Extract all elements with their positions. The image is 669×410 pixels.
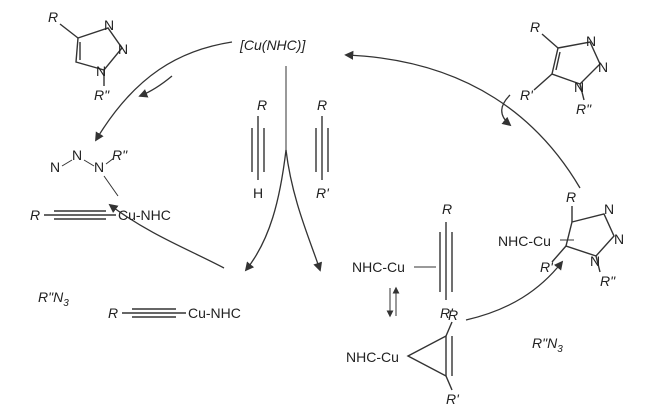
arc-catalyst-to-left-product [95,41,233,142]
terminal-alkyne-r: R [257,97,267,113]
pi-alkyne-complex: NHC-Cu R R' [352,201,454,321]
arc-right-to-catalyst [344,50,581,189]
triazolyl-rpp: R" [600,273,616,289]
azide-n-bound: N [94,159,104,175]
triazole-1-4-n2: N [118,41,128,57]
arc-right-product-release [501,94,512,127]
pi-complex-rp: R' [440,305,454,321]
internal-alkyne-rp: R' [316,185,330,201]
triazolyl-n1: N [604,201,614,217]
azide-complex-r: R [30,207,40,223]
equilibrium-arrows [386,286,400,318]
triazole-1-4-5-rp: R' [520,87,534,103]
triazole-1-4-5-n2: N [598,59,608,75]
triazole-1-4-r: R [48,9,58,25]
pi-complex-r: R [442,201,452,217]
internal-alkyne: R R' [315,97,330,201]
azide-n-terminal: N [50,159,60,175]
acetylide-cu-nhc: Cu-NHC [188,305,241,321]
azide-rpp: R" [112,147,128,163]
triazole-product-1-4: R N N N R" [48,9,128,103]
azide-reagent-right: R"N3 [532,335,563,355]
cyclopropene-rp: R' [446,391,460,407]
azide-n-middle: N [72,147,82,163]
triazole-1-4-5-n1: N [586,33,596,49]
acetylide-r: R [108,305,118,321]
azide-copper-complex: N N N R" R Cu-NHC [30,147,171,223]
triazole-product-1-4-5: R N N N R' R" [520,19,608,117]
triazolyl-n2: N [614,231,624,247]
arc-split-to-terminal [244,149,287,272]
triazole-1-4-n3: N [96,63,106,79]
cyclopropene-r: R [448,307,458,323]
azide-complex-cu-nhc: Cu-NHC [118,207,171,223]
arc-pi-to-triazolyl [465,260,564,321]
triazolyl-rp: R' [540,259,554,275]
metallacyclopropene: NHC-Cu R R' [346,307,460,407]
triazolyl-nhc-cu: NHC-Cu [498,233,551,249]
copper-acetylide: R Cu-NHC [108,305,241,321]
triazole-1-4-5-r: R [530,19,540,35]
triazole-1-4-n1: N [104,17,114,33]
pi-complex-nhc-cu: NHC-Cu [352,259,405,275]
catalyst-label: [Cu(NHC)] [239,37,306,53]
cyclopropene-nhc-cu: NHC-Cu [346,349,399,365]
triazole-1-4-5-n3: N [574,79,584,95]
azide-reagent-left: R"N3 [38,289,69,309]
internal-alkyne-r: R [317,97,327,113]
triazolyl-copper: NHC-Cu R N N N R' R" [498,189,624,289]
terminal-alkyne: R H [251,97,267,201]
arc-acetylide-to-complex [108,203,225,269]
terminal-alkyne-h: H [253,185,263,201]
arc-split-to-internal [285,149,323,272]
triazole-1-4-rpp: R" [94,87,110,103]
triazolyl-n3: N [590,253,600,269]
triazolyl-r: R [566,189,576,205]
triazole-1-4-5-rpp: R" [576,101,592,117]
arc-left-product-release [138,75,173,98]
